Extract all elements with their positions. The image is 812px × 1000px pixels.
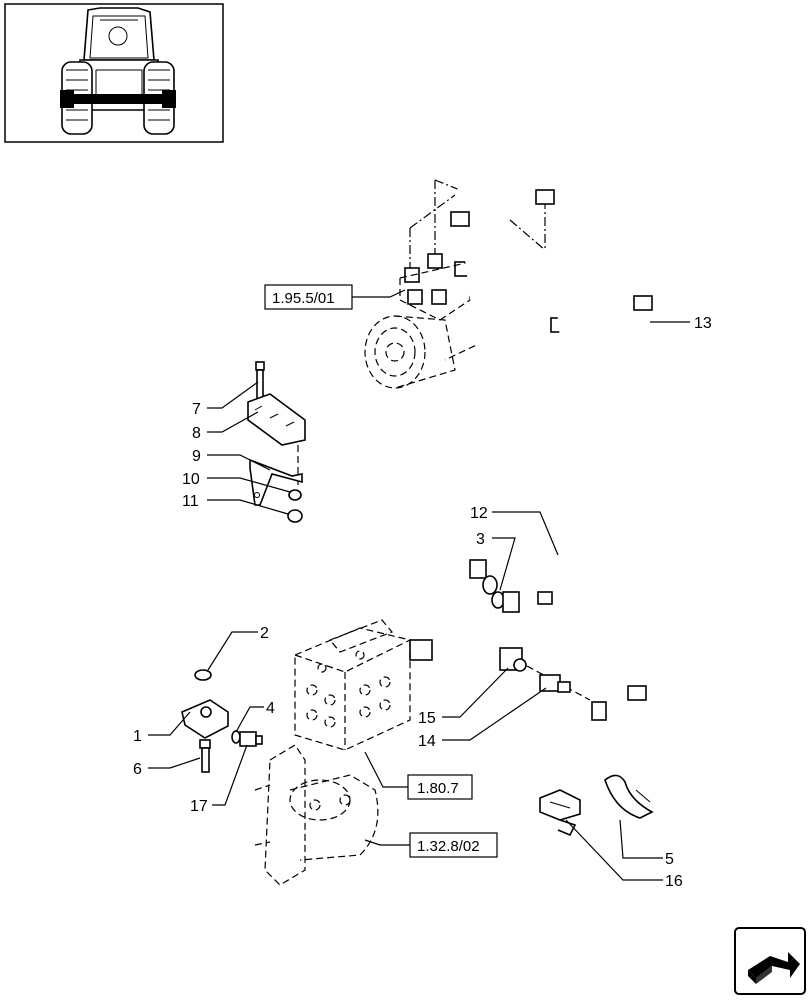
part-label-13: 13 [694, 315, 712, 332]
part-labels: 1 2 3 4 5 6 7 8 9 10 11 12 13 14 15 16 1… [133, 315, 712, 890]
clips [539, 774, 654, 837]
next-page-arrow-icon [748, 952, 800, 984]
pipe-to-sensor [167, 477, 487, 715]
tractor-rear-view-icon [60, 7, 176, 135]
part-label-11: 11 [182, 493, 199, 510]
sensor-assembly [181, 669, 263, 773]
pipe-13 [535, 142, 665, 721]
part-label-4: 4 [266, 700, 275, 717]
control-valve-block [294, 619, 411, 751]
hydraulic-pump [254, 744, 379, 886]
part-label-15: 15 [418, 710, 436, 727]
adapter-14 [526, 665, 591, 701]
fitting-3 [482, 575, 520, 613]
reference-label: 1.95.5/01 [272, 290, 335, 307]
part-label-2: 2 [260, 625, 269, 642]
part-label-17: 17 [190, 798, 208, 815]
pipe-12 [450, 169, 568, 605]
part-label-10: 10 [182, 471, 200, 488]
reference-box-steering[interactable]: 1.95.5/01 [264, 284, 353, 310]
part-label-1: 1 [133, 728, 142, 745]
reference-box-pump[interactable]: 1.32.8/02 [409, 832, 498, 858]
bracket-assembly [247, 361, 306, 523]
part-label-12: 12 [470, 505, 488, 522]
part-label-9: 9 [192, 448, 201, 465]
part-label-14: 14 [418, 733, 436, 750]
pipe-valve-15 [387, 582, 507, 662]
steering-unit-dashed [364, 179, 546, 389]
part-label-7: 7 [192, 401, 201, 418]
reference-box-valve[interactable]: 1.80.7 [407, 774, 473, 800]
reference-label: 1.80.7 [417, 780, 459, 797]
reference-label: 1.32.8/02 [417, 838, 480, 855]
part-label-16: 16 [665, 873, 683, 890]
fitting-15 [499, 647, 527, 672]
part-label-3: 3 [476, 531, 485, 548]
part-label-6: 6 [133, 761, 142, 778]
next-page-button[interactable] [734, 927, 806, 995]
part-label-5: 5 [665, 851, 674, 868]
tractor-thumbnail[interactable] [4, 3, 224, 143]
leader-lines [148, 289, 690, 881]
part-label-8: 8 [192, 425, 201, 442]
